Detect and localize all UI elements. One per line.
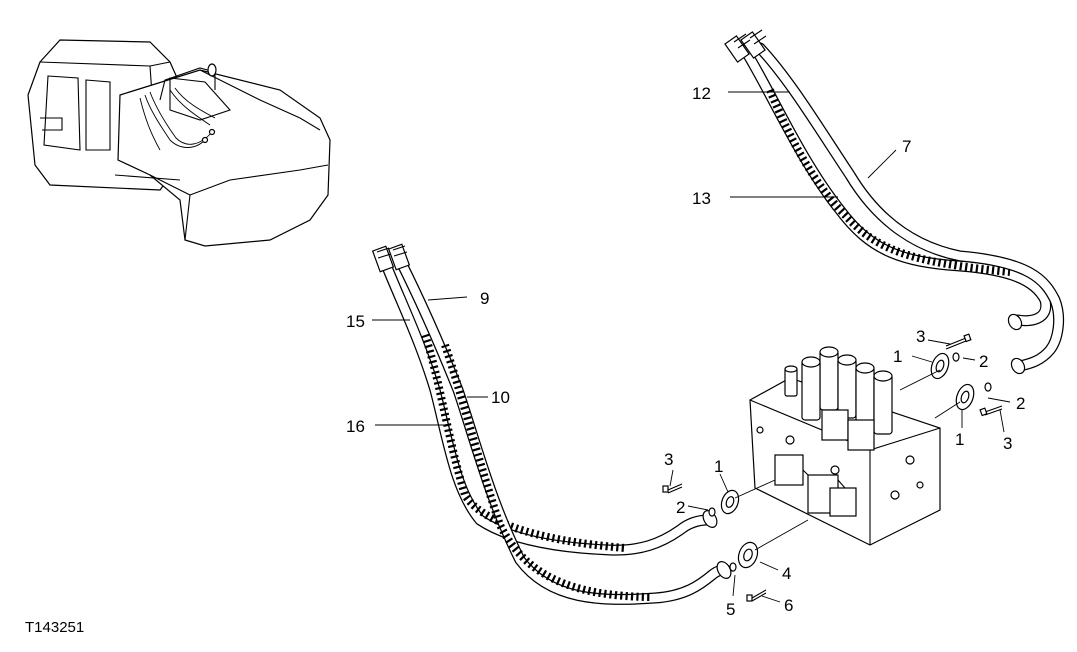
callout-7: 7 (902, 137, 911, 156)
callout-3-right: 3 (1003, 434, 1012, 453)
o-rings (708, 352, 992, 572)
flange-lower-2 (737, 541, 759, 569)
flange-upper-2 (955, 383, 975, 411)
callout-3-left: 3 (664, 450, 673, 469)
bolts (662, 333, 1003, 602)
hose-assembly-lower (371, 243, 732, 605)
callout-16: 16 (346, 417, 365, 436)
leader-lines (372, 91, 1011, 603)
callout-1-left: 1 (714, 457, 723, 476)
callout-5: 5 (726, 600, 735, 619)
solenoid-stack (784, 346, 893, 451)
machine-overview-inset (27, 39, 331, 247)
callout-9: 9 (480, 289, 489, 308)
callout-6: 6 (784, 596, 793, 615)
callout-4: 4 (782, 564, 791, 583)
flange-upper-1 (930, 352, 950, 380)
flange-lower-1 (720, 489, 740, 515)
callout-3-upper: 3 (916, 327, 925, 346)
callout-13: 13 (692, 189, 711, 208)
callout-15: 15 (346, 312, 365, 331)
callout-1-upper: 1 (893, 347, 902, 366)
callout-2-right: 2 (1016, 394, 1025, 413)
callout-1-right: 1 (955, 430, 964, 449)
callout-2-left: 2 (676, 498, 685, 517)
callout-12: 12 (692, 84, 711, 103)
control-valve (749, 346, 941, 546)
callout-2-upper: 2 (979, 352, 988, 371)
callout-10: 10 (491, 388, 510, 407)
figure-id: T143251 (25, 619, 84, 636)
hose-assembly-upper (724, 29, 1065, 375)
